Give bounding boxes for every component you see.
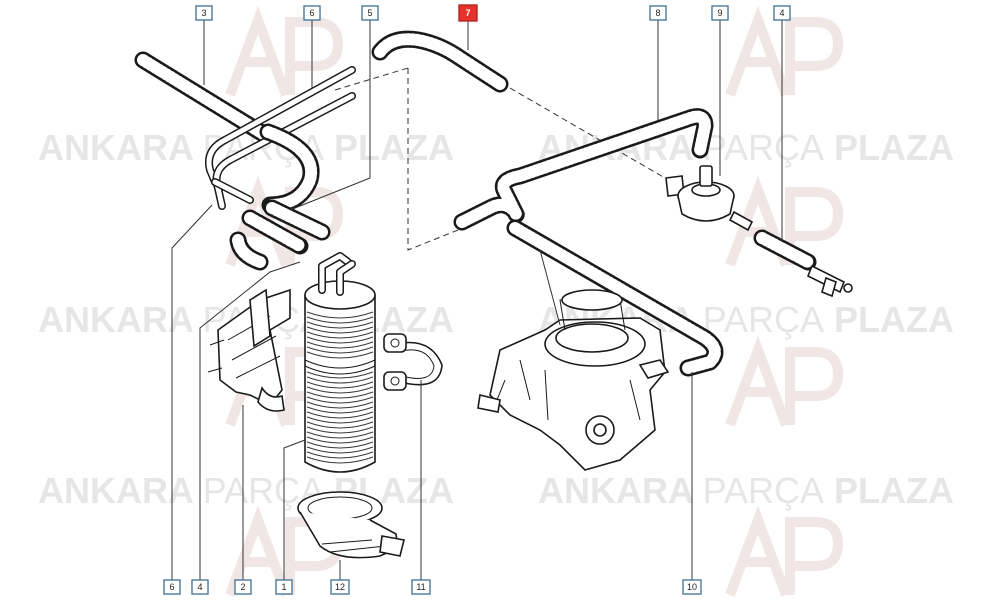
bracket-2[interactable] — [207, 288, 291, 412]
canister-rib — [306, 381, 374, 389]
clamp-11[interactable] — [383, 333, 443, 391]
canister-rib — [306, 441, 374, 449]
hose-4-right[interactable] — [753, 229, 817, 271]
svg-text:6: 6 — [309, 8, 314, 18]
svg-text:5: 5 — [367, 8, 372, 18]
leader-lines — [171, 20, 783, 580]
dashed-guides — [334, 67, 666, 251]
svg-text:11: 11 — [416, 582, 425, 592]
canister-rib — [306, 421, 374, 429]
callout-1[interactable]: 1 — [275, 579, 293, 595]
watermark: ANKARA PARÇA PLAZA ANKARA PARÇA PLAZA AN… — [38, 5, 954, 597]
svg-text:7: 7 — [465, 8, 470, 18]
callouts: 3 6 5 7 8 9 4 6 — [163, 4, 791, 595]
callout-4-top[interactable]: 4 — [773, 5, 791, 21]
svg-text:ANKARA PARÇA PLAZA: ANKARA PARÇA PLAZA — [538, 127, 954, 168]
canister-rib — [306, 376, 374, 384]
svg-text:12: 12 — [335, 582, 345, 592]
t-connector[interactable] — [806, 264, 853, 298]
svg-text:9: 9 — [717, 8, 722, 18]
callout-5[interactable]: 5 — [361, 5, 379, 21]
canister-rib — [306, 401, 374, 409]
canister-rib — [306, 386, 374, 394]
canister-rib — [306, 326, 374, 334]
canister-rib — [306, 431, 374, 439]
funnel-12[interactable] — [297, 491, 405, 559]
hose-5[interactable] — [259, 123, 320, 214]
svg-text:1: 1 — [281, 582, 286, 592]
canister-rib — [306, 406, 374, 414]
canister-rib — [306, 331, 374, 339]
callout-9[interactable]: 9 — [711, 5, 729, 21]
hose-3[interactable] — [134, 51, 274, 144]
svg-text:ANKARA PARÇA PLAZA: ANKARA PARÇA PLAZA — [38, 470, 454, 511]
hose-4-upper[interactable] — [263, 199, 331, 241]
hose-4-lower[interactable] — [229, 209, 309, 271]
callout-4-bottom[interactable]: 4 — [191, 579, 209, 595]
canister-rib — [306, 351, 374, 359]
svg-text:4: 4 — [779, 8, 784, 18]
svg-text:2: 2 — [240, 582, 245, 592]
canister-rib — [306, 321, 374, 329]
canister-rib — [306, 391, 374, 399]
callout-12[interactable]: 12 — [330, 579, 350, 595]
canister-rib — [306, 346, 374, 354]
solenoid-valve-9[interactable] — [665, 165, 754, 232]
canister-rib — [306, 396, 374, 404]
callout-7[interactable]: 7 — [458, 4, 478, 22]
callout-2[interactable]: 2 — [234, 579, 252, 595]
hose-10[interactable] — [506, 219, 724, 377]
canister-rib — [306, 426, 374, 434]
pipe-6[interactable] — [205, 66, 356, 210]
canister-rib — [306, 446, 374, 454]
canister-1[interactable] — [304, 252, 376, 473]
callout-8[interactable]: 8 — [649, 5, 667, 21]
canister-rib — [306, 416, 374, 424]
carburettor-assembly — [477, 249, 670, 471]
svg-text:4: 4 — [197, 582, 202, 592]
canister-rib — [306, 336, 374, 344]
canister-rib — [306, 411, 374, 419]
canister-rib — [306, 371, 374, 379]
canister-rib — [306, 316, 374, 324]
svg-text:6: 6 — [169, 582, 174, 592]
svg-text:10: 10 — [687, 582, 697, 592]
canister-rib — [306, 456, 374, 464]
canister-ribs — [306, 311, 374, 464]
svg-text:ANKARA PARÇA PLAZA: ANKARA PARÇA PLAZA — [538, 470, 954, 511]
callout-10[interactable]: 10 — [682, 579, 702, 595]
hose-7[interactable] — [371, 30, 509, 93]
canister-rib — [306, 451, 374, 459]
svg-text:8: 8 — [655, 8, 660, 18]
callout-11[interactable]: 11 — [411, 579, 431, 595]
hose-8[interactable] — [453, 108, 714, 231]
canister-rib — [306, 436, 374, 444]
svg-text:3: 3 — [201, 8, 206, 18]
callout-6-bottom[interactable]: 6 — [163, 579, 181, 595]
callout-3[interactable]: 3 — [195, 5, 213, 21]
callout-6-top[interactable]: 6 — [303, 5, 321, 21]
canister-rib — [306, 311, 374, 319]
canister-rib — [306, 341, 374, 349]
